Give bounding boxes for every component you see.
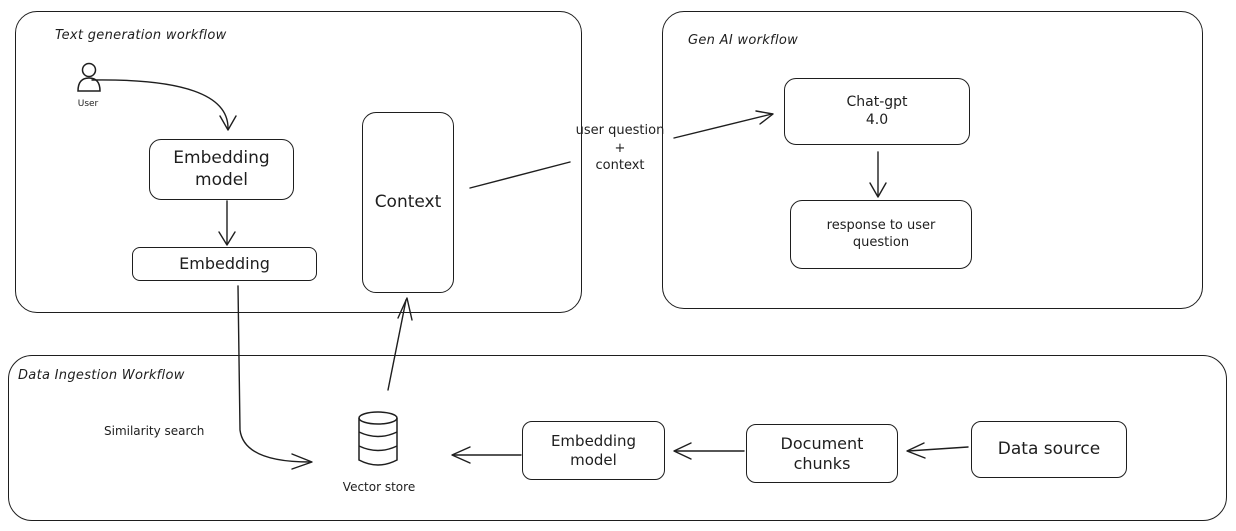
- chat-gpt-box: Chat-gpt 4.0: [784, 78, 970, 145]
- embedding-model-box-bottom: Embedding model: [522, 421, 665, 480]
- gen-ai-title: Gen AI workflow: [688, 33, 799, 48]
- similarity-search-label: Similarity search: [104, 424, 205, 438]
- response-box: response to user question: [790, 200, 972, 269]
- embedding-box: Embedding: [132, 247, 317, 281]
- user-label: User: [77, 99, 99, 109]
- document-chunks-box: Document chunks: [746, 424, 898, 483]
- text-generation-title: Text generation workflow: [55, 28, 227, 43]
- embedding-model-box-top: Embedding model: [149, 139, 294, 200]
- data-ingestion-title: Data Ingestion Workflow: [18, 368, 185, 383]
- vector-store-label: Vector store: [342, 480, 416, 494]
- user-question-context-label: user question + context: [575, 123, 665, 174]
- context-box: Context: [362, 112, 454, 293]
- data-source-box: Data source: [971, 421, 1127, 478]
- database-icon: [356, 410, 400, 468]
- user-icon: [76, 61, 102, 95]
